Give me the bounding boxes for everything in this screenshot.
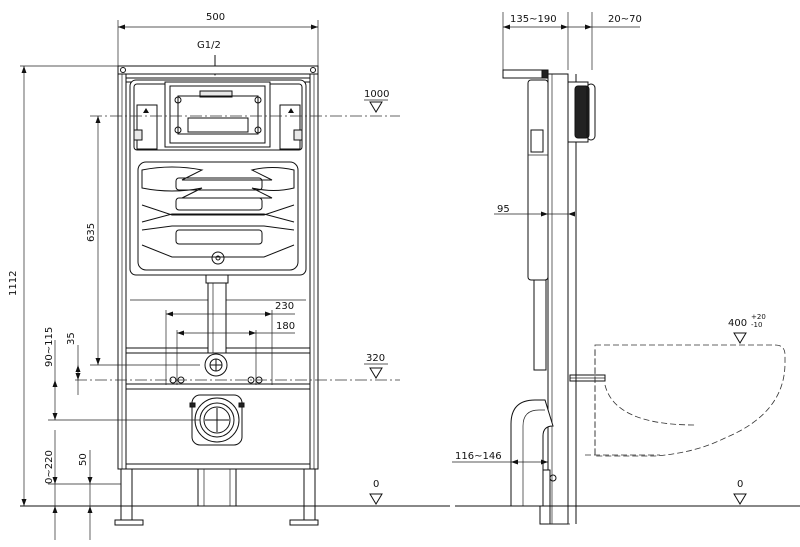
level-320-label: 320 [366,353,385,364]
panel-thickness-label: 20~70 [608,14,642,25]
bowl-height-sup: +20 [751,313,766,321]
foot-height-label: 50 [78,453,89,466]
spacing-230-label: 230 [275,301,294,312]
supply-label: G1/2 [197,40,221,51]
side-view: 135~190 20~70 [452,12,800,525]
front-view: 500 G1/2 [8,12,450,540]
frame-depth-dimension: 95 [494,204,575,217]
spacing-dimensions: 230 180 [165,301,295,385]
bowl-height-main: 400 [728,318,747,329]
toilet-bowl-outline [585,344,786,457]
level-markers-side: 400 +20 -10 0 [728,313,766,505]
level-0-front-label: 0 [373,479,379,490]
width-dimension: 500 [117,12,319,66]
range-90-115-label: 90~115 [44,327,55,367]
level-0-side-label: 0 [737,479,743,490]
vertical-dimensions: 1112 635 35 90~115 0~220 50 [8,65,200,540]
mounting-frame [20,65,450,526]
side-top-dimensions: 135~190 20~70 [502,12,642,70]
side-frame [455,69,800,525]
width-label: 500 [206,12,225,23]
total-height-label: 1112 [8,271,19,296]
range-35-label: 35 [66,332,77,345]
valve-height-label: 635 [86,223,97,242]
spacing-180-label: 180 [276,321,295,332]
outlet-label: 116~146 [455,451,502,462]
frame-depth-label: 95 [497,204,510,215]
level-markers-front: 1000 320 0 [75,89,400,505]
depth-label: 135~190 [510,14,557,25]
level-1000-label: 1000 [364,89,389,100]
range-0-220-label: 0~220 [44,450,55,484]
outlet-dimension: 116~146 [452,451,548,465]
cistern [129,79,307,276]
bowl-height-sub: -10 [751,321,762,329]
flush-pipe [169,274,263,507]
